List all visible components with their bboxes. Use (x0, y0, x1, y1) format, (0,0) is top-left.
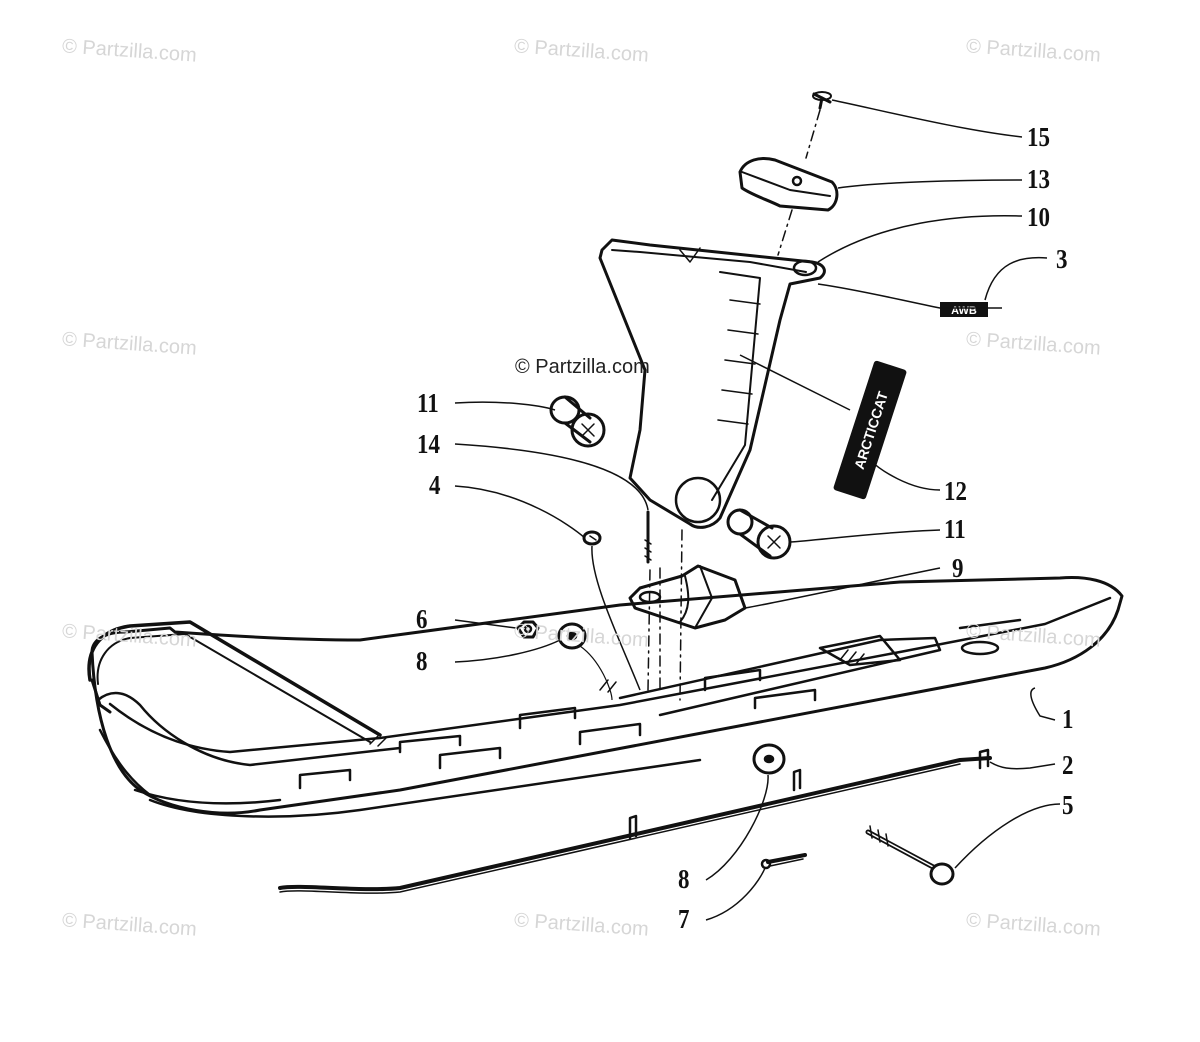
callout-11-right: 11 (944, 514, 966, 544)
lock-nut-part (582, 530, 602, 546)
washer-part (557, 622, 786, 775)
screw-part (812, 91, 832, 110)
awb-decal-text: AWB (951, 305, 977, 317)
callout-2: 2 (1062, 750, 1074, 780)
awb-decal: AWB (940, 302, 988, 317)
arctic-cat-decal: ARCTICCAT (833, 360, 907, 500)
callout-13: 13 (1027, 164, 1050, 194)
center-watermark: © Partzilla.com (515, 356, 650, 378)
assembly-axis-line-2 (647, 567, 661, 691)
callout-9: 9 (952, 553, 964, 583)
callout-12: 12 (944, 476, 967, 506)
assembly-axis-line (679, 109, 821, 701)
callout-15: 15 (1027, 122, 1050, 152)
cotter-pin-part (760, 853, 807, 870)
bolt-part (865, 825, 955, 886)
callout-5: 5 (1062, 790, 1074, 820)
nut-part (516, 620, 540, 639)
callout-11-left: 11 (417, 388, 439, 418)
callout-1: 1 (1062, 704, 1074, 734)
ski-part (90, 576, 1124, 818)
callout-4: 4 (429, 470, 441, 500)
callout-8-upper: 8 (416, 646, 428, 676)
callout-6: 6 (416, 604, 428, 634)
callout-3: 3 (1056, 244, 1068, 274)
spring-pin-part (644, 510, 652, 564)
callout-7: 7 (678, 904, 690, 934)
spindle-cap-part (738, 157, 839, 212)
leader-lines (454, 99, 1061, 921)
callout-14: 14 (417, 429, 440, 459)
callout-10: 10 (1027, 202, 1050, 232)
callout-8-lower: 8 (678, 864, 690, 894)
wear-bar-part (278, 748, 992, 894)
spindle-part (598, 238, 826, 529)
ski-handle (87, 620, 382, 743)
